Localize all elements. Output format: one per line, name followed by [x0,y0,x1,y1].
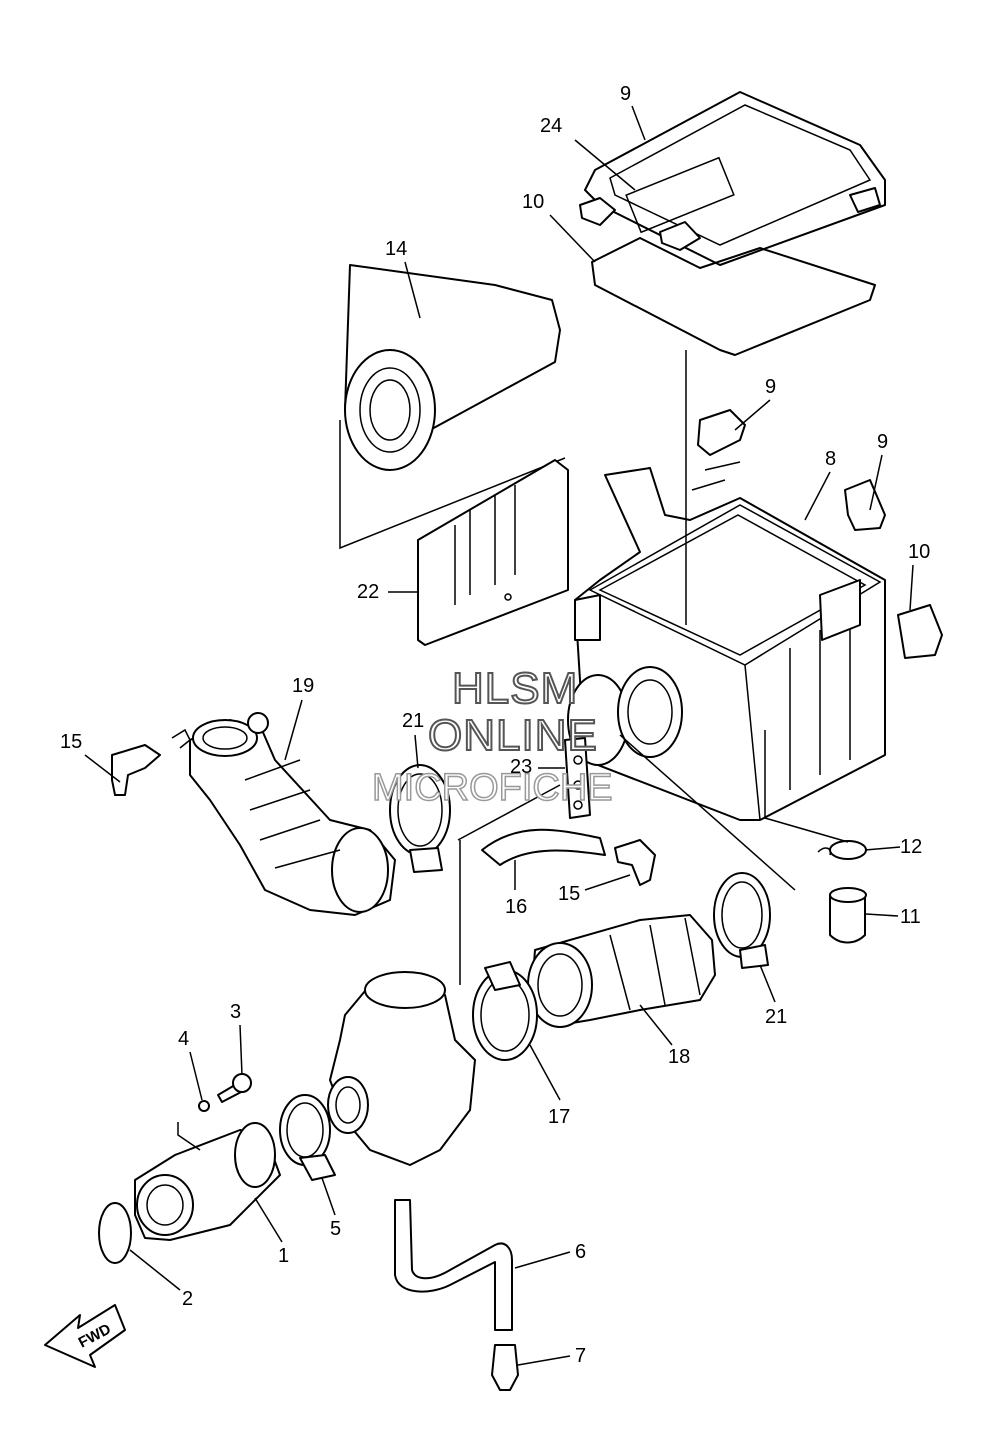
part-3-bolt[interactable] [217,1073,252,1103]
callout-2[interactable]: 2 [129,1249,193,1310]
svg-text:4: 4 [178,1028,189,1050]
callout-6[interactable]: 6 [514,1241,586,1269]
svg-text:16: 16 [505,896,527,918]
part-10-gasket[interactable] [591,237,876,356]
svg-text:18: 18 [668,1046,690,1068]
part-14-air-filter[interactable] [344,264,561,471]
reference-lines [177,350,849,1151]
part-20-clamp[interactable] [389,764,451,873]
svg-text:24: 24 [540,115,562,137]
svg-text:11: 11 [900,906,921,928]
part-4-washer[interactable] [198,1100,210,1112]
part-21-clamp[interactable] [713,872,771,969]
svg-text:10: 10 [522,191,544,213]
part-22-plate[interactable] [417,459,569,646]
callout-18[interactable]: 18 [639,1004,690,1068]
svg-text:19: 19 [292,675,314,697]
watermark-line1: HLSM [452,664,578,713]
part-17-clamp[interactable] [472,961,538,1061]
fwd-arrow: FWD [44,1304,126,1368]
callout-9a[interactable]: 9 [734,376,776,431]
part-16-hose[interactable] [481,828,606,866]
svg-text:10: 10 [908,541,930,563]
callout-14[interactable]: 14 [385,238,421,319]
callout-7[interactable]: 7 [517,1345,586,1367]
part-1-manifold[interactable] [134,1122,281,1241]
part-2-o-ring[interactable] [98,1202,132,1264]
svg-text:5: 5 [330,1218,341,1240]
callout-11[interactable]: 9 [620,83,646,141]
svg-text:23: 23 [510,756,532,778]
part-12-cap[interactable] [829,887,867,944]
svg-text:9: 9 [765,376,776,398]
part-9-clip-middle[interactable] [844,479,886,531]
callout-23[interactable]: 23 [510,756,565,778]
svg-text:12: 12 [900,836,922,858]
callout-4[interactable]: 4 [178,1028,203,1101]
svg-text:8: 8 [825,448,836,470]
svg-text:2: 2 [182,1288,193,1310]
part-5-clamp[interactable] [279,1094,336,1181]
watermark-line3: MICROFICHE [372,767,613,809]
callout-24[interactable]: 24 [540,115,636,191]
svg-text:15: 15 [60,731,82,753]
watermark-line2: ONLINE [428,711,598,760]
callout-5[interactable]: 5 [321,1177,341,1240]
part-7-fitting[interactable] [491,1344,519,1391]
part-19-intake-duct[interactable] [189,712,396,916]
callout-16[interactable]: 16 [505,860,527,918]
svg-text:9: 9 [877,431,888,453]
callout-15b[interactable]: 15 [558,874,631,905]
part-13-clip[interactable] [817,840,867,860]
callout-1[interactable]: 1 [254,1197,289,1267]
part-15-elbow-right[interactable] [614,839,656,886]
svg-text:9: 9 [620,83,631,105]
callout-8[interactable]: 8 [804,448,836,521]
callout-3[interactable]: 3 [230,1001,243,1076]
part-18-joint[interactable] [527,914,716,1028]
callout-21[interactable]: 21 [759,964,787,1028]
part-6-hose[interactable] [394,1199,513,1331]
svg-text:7: 7 [575,1345,586,1367]
carburetor[interactable] [327,971,476,1166]
callout-19[interactable]: 19 [284,675,314,761]
callout-12[interactable]: 11 [865,906,921,928]
part-8-airbox-case[interactable] [574,467,886,821]
part-9-clip-upper[interactable] [691,409,746,491]
svg-text:1: 1 [278,1245,289,1267]
callout-9c[interactable]: 10 [908,541,930,611]
svg-text:21: 21 [765,1006,787,1028]
callout-10[interactable]: 10 [522,191,596,263]
svg-text:22: 22 [357,581,379,603]
part-11-airbox-cover[interactable] [579,91,886,266]
part-15-elbow-left[interactable] [111,728,191,796]
svg-text:21: 21 [402,710,424,732]
svg-text:17: 17 [548,1106,570,1128]
callout-15a[interactable]: 15 [60,731,121,783]
leader-line [339,420,566,550]
callout-9b[interactable]: 9 [869,431,888,511]
svg-text:15: 15 [558,883,580,905]
svg-text:3: 3 [230,1001,241,1023]
svg-text:6: 6 [575,1241,586,1263]
callout-13[interactable]: 12 [864,836,922,858]
callout-20[interactable]: 21 [402,710,424,769]
callout-22[interactable]: 22 [357,581,418,603]
part-9-clip-lower[interactable] [897,604,943,659]
watermark: HLSM ONLINE MICROFICHE [371,663,613,810]
callout-17[interactable]: 17 [529,1044,570,1128]
svg-text:14: 14 [385,238,407,260]
part-23-bracket[interactable] [564,737,591,819]
callouts: 9 24 10 14 9 9 8 10 [60,83,930,1367]
